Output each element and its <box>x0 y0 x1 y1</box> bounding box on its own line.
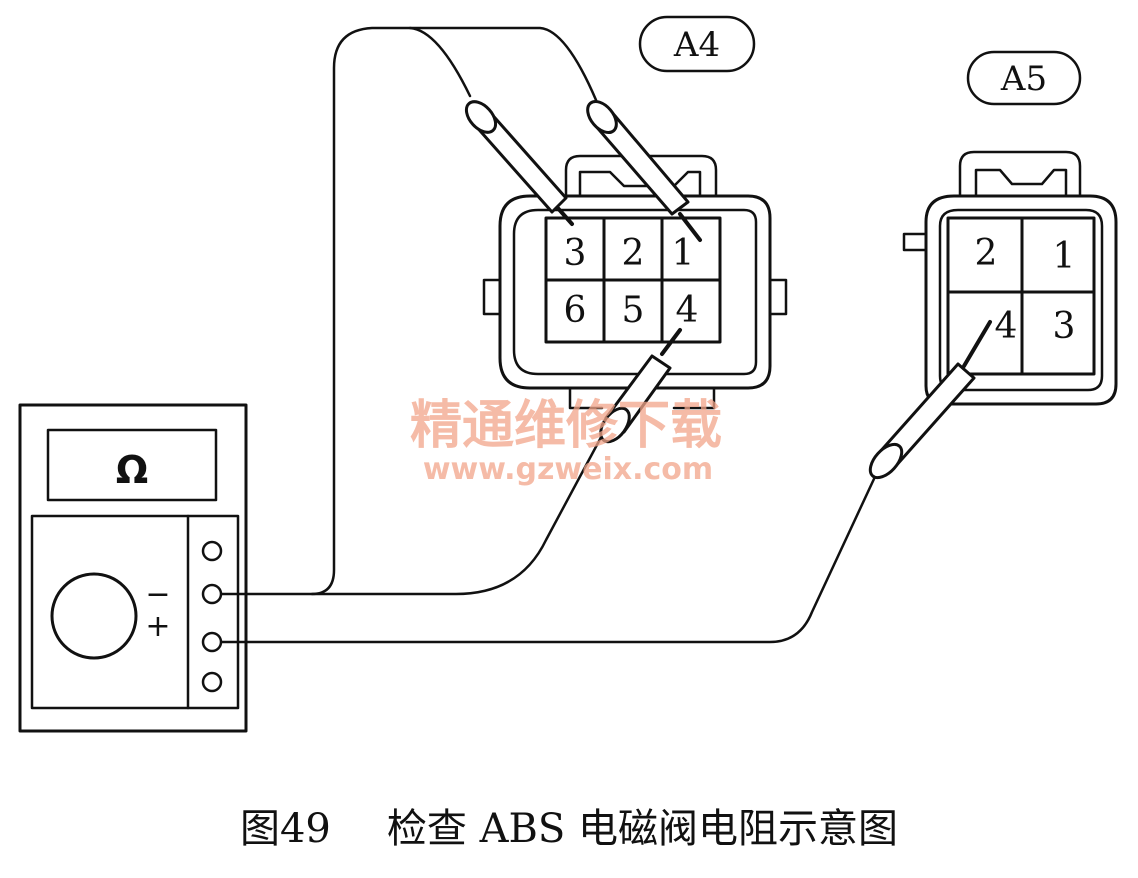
connector-a4: A4 3 2 1 6 5 4 <box>482 15 788 410</box>
probe-a4-pin3 <box>464 100 574 226</box>
multimeter: Ω − + <box>18 403 248 733</box>
watermark-brand: 精通维修下载 <box>410 396 722 456</box>
connector-a5: A5 2 1 4 3 <box>902 50 1118 406</box>
meter-minus-label: − <box>145 577 170 612</box>
meter-jack-minus[interactable] <box>201 583 223 605</box>
a4-pin: 5 <box>622 290 645 331</box>
a4-bottom-feet <box>568 386 716 410</box>
wire-minus-loop <box>220 26 472 596</box>
a4-housing-inner <box>512 208 758 376</box>
watermark: 精通维修下载 www.gzweix.com <box>410 396 722 487</box>
a4-right-tab <box>768 278 788 316</box>
meter-panel <box>30 514 240 710</box>
a5-pin: 4 <box>995 306 1018 347</box>
wires <box>220 26 882 644</box>
a4-pin: 2 <box>622 233 645 274</box>
figure-caption: 图49 检查 ABS 电磁阀电阻示意图 <box>0 796 1138 854</box>
a4-pin: 3 <box>564 233 587 274</box>
watermark-url: www.gzweix.com <box>423 452 713 487</box>
figure-number: 图49 <box>239 806 331 852</box>
meter-display <box>46 428 218 502</box>
meter-jack-plus[interactable] <box>201 631 223 653</box>
wire-minus-loop-2 <box>408 26 598 102</box>
a5-latch-inner <box>974 168 1068 198</box>
a5-label: A5 <box>1000 59 1047 99</box>
a5-label-pill <box>966 50 1082 106</box>
a5-pin: 2 <box>975 233 998 274</box>
probes <box>464 100 992 480</box>
a4-pin: 4 <box>676 290 699 331</box>
a5-left-tab <box>902 232 928 252</box>
a4-label: A4 <box>673 25 720 65</box>
probe-a4-pin4 <box>599 328 682 444</box>
figure-title: 检查 ABS 电磁阀电阻示意图 <box>386 806 899 852</box>
meter-jack-1[interactable] <box>201 540 223 562</box>
meter-plus-label: + <box>145 609 170 644</box>
a5-housing-outer <box>924 194 1118 406</box>
a5-housing-inner <box>938 208 1104 392</box>
meter-body <box>18 403 248 733</box>
meter-unit-symbol: Ω <box>116 448 148 492</box>
wire-minus-pin4 <box>310 426 608 596</box>
a4-left-tab <box>482 278 502 316</box>
probe-a5-pin4 <box>868 320 992 480</box>
meter-jack-4[interactable] <box>201 671 223 693</box>
a4-label-pill <box>638 15 756 73</box>
a5-pin: 1 <box>1053 236 1076 277</box>
a4-housing-outer <box>498 194 772 390</box>
probe-a4-pin1 <box>586 100 702 242</box>
a5-latch <box>958 150 1082 198</box>
a4-pin: 6 <box>564 290 587 331</box>
a4-pin: 1 <box>672 233 695 274</box>
wire-plus-a5 <box>220 464 882 644</box>
a5-pin: 3 <box>1053 306 1076 347</box>
meter-dial <box>50 572 138 660</box>
